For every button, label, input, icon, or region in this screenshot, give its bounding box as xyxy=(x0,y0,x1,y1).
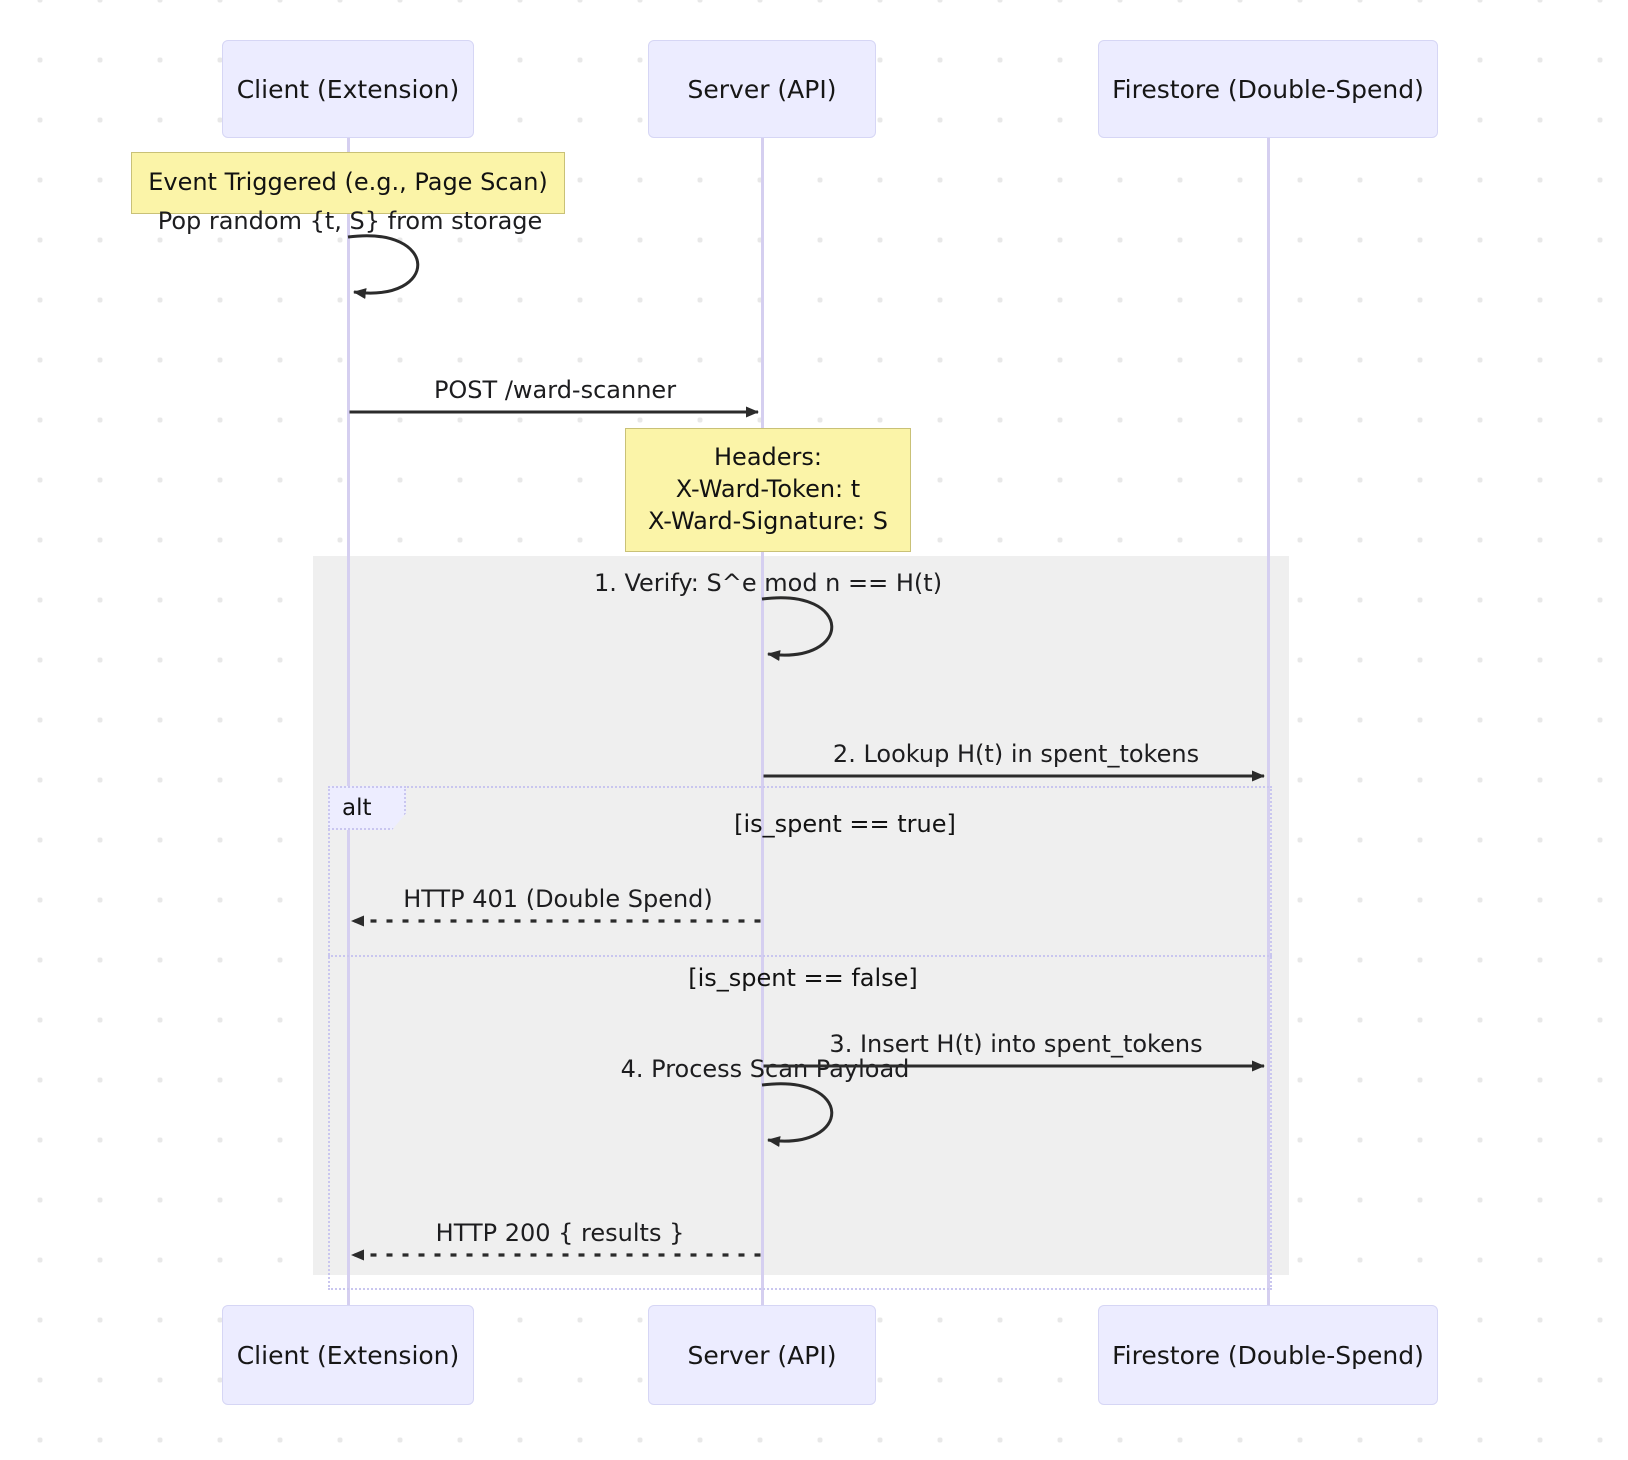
alt-fragment-tag: alt xyxy=(328,786,406,830)
participant-firestore-bottom[interactable]: Firestore (Double-Spend) xyxy=(1098,1305,1438,1405)
participant-server-label-bottom: Server (API) xyxy=(687,1340,837,1370)
note-headers-line-3: X-Ward-Signature: S xyxy=(648,506,888,535)
critical-region-background xyxy=(313,556,1289,1275)
alt-fragment-divider xyxy=(328,955,1272,957)
participant-client-top[interactable]: Client (Extension) xyxy=(222,40,474,138)
participant-firestore-label-top: Firestore (Double-Spend) xyxy=(1112,74,1424,104)
lifeline-firestore xyxy=(1266,138,1270,1305)
participant-firestore-label-bottom: Firestore (Double-Spend) xyxy=(1112,1340,1424,1370)
note-event-line-1: Event Triggered (e.g., Page Scan) xyxy=(148,168,548,197)
participant-server-bottom[interactable]: Server (API) xyxy=(648,1305,876,1405)
alt-condition-is-spent-true: [is_spent == true] xyxy=(734,810,956,838)
note-headers-line-1: Headers: xyxy=(714,443,822,472)
participant-server-top[interactable]: Server (API) xyxy=(648,40,876,138)
participant-server-label-top: Server (API) xyxy=(687,74,837,104)
note-headers-line-2: X-Ward-Token: t xyxy=(675,475,861,504)
message-label-http-401: HTTP 401 (Double Spend) xyxy=(403,885,713,913)
participant-client-bottom[interactable]: Client (Extension) xyxy=(222,1305,474,1405)
message-label-http-200: HTTP 200 { results } xyxy=(435,1219,685,1247)
message-label-insert-token: 3. Insert H(t) into spent_tokens xyxy=(829,1030,1203,1058)
participant-client-label-bottom: Client (Extension) xyxy=(236,1340,460,1370)
alt-fragment-frame xyxy=(328,786,1272,1290)
message-label-lookup-token: 2. Lookup H(t) in spent_tokens xyxy=(832,740,1200,768)
note-request-headers: Headers: X-Ward-Token: t X-Ward-Signatur… xyxy=(625,428,911,552)
alt-fragment-tag-label: alt xyxy=(342,795,372,821)
lifeline-client xyxy=(346,138,350,1305)
lifeline-server xyxy=(760,138,764,1305)
message-label-verify-signature: 1. Verify: S^e mod n == H(t) xyxy=(593,569,943,597)
participant-firestore-top[interactable]: Firestore (Double-Spend) xyxy=(1098,40,1438,138)
participant-client-label-top: Client (Extension) xyxy=(236,74,460,104)
message-label-process-payload: 4. Process Scan Payload xyxy=(620,1055,910,1083)
message-label-pop-random: Pop random {t, S} from storage xyxy=(157,207,543,235)
alt-condition-is-spent-false: [is_spent == false] xyxy=(688,964,918,992)
note-event-triggered: Event Triggered (e.g., Page Scan) xyxy=(131,152,565,214)
message-label-post-ward-scanner: POST /ward-scanner xyxy=(433,376,677,404)
